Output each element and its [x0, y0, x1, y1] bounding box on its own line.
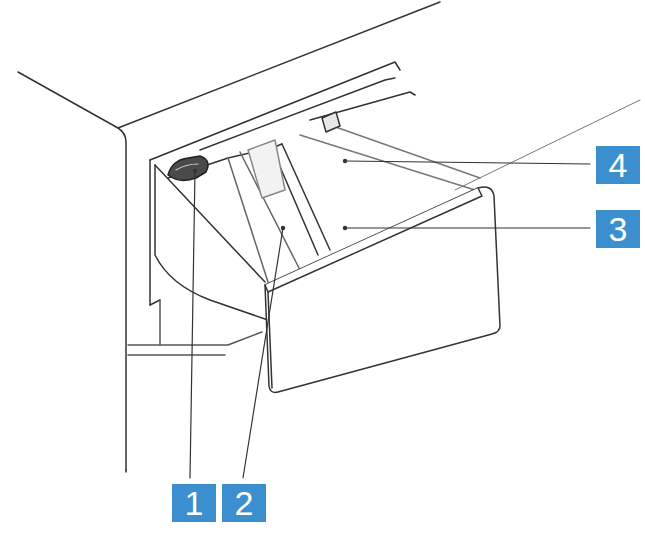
- callout-number: 4: [596, 146, 640, 184]
- callout-number: 3: [596, 210, 640, 248]
- callout-number: 2: [222, 484, 266, 522]
- callout-number: 1: [172, 484, 216, 522]
